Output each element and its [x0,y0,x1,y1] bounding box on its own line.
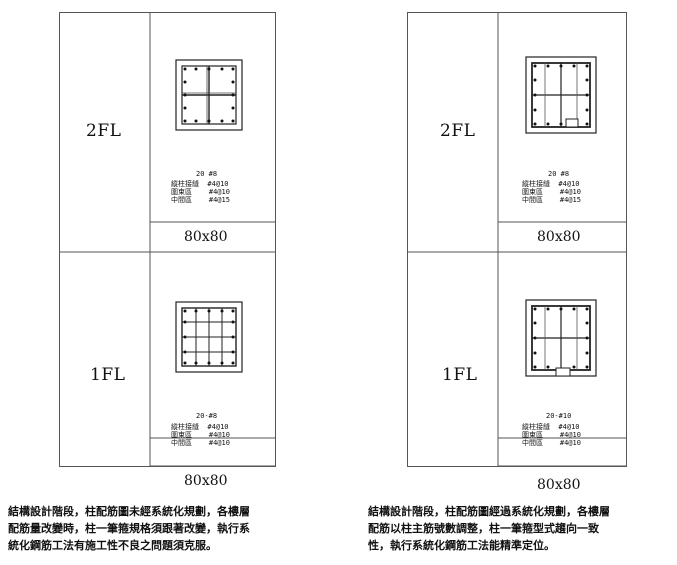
right-2fl-column-section [525,56,597,134]
left-caption-line-3: 統化鋼筋工法有施工性不良之問題須克服。 [8,539,217,552]
right-panel-lines [408,13,626,466]
left-2fl-label: 2FL [86,121,122,141]
left-2fl-spec-3: 中間區 #4@15 [171,196,230,204]
right-drawing-panel [407,12,627,467]
right-1fl-column-section [525,299,597,377]
right-1fl-size: 80x80 [537,477,581,493]
right-2fl-spec-1: 縱柱接縫 #4@10 [522,180,580,188]
left-panel-lines [60,13,275,466]
right-1fl-spec-1: 縱柱接縫 #4@10 [522,423,580,431]
right-1fl-rebar: 20-#10 [546,412,572,420]
left-1fl-label: 1FL [90,365,126,385]
left-drawing-panel [59,12,276,467]
right-1fl-spec-3: 中間區 #4@10 [522,439,581,447]
left-caption-line-1: 結構設計階段，柱配筋圖未經系統化規劃，各樓層 [8,505,250,518]
right-1fl-label: 1FL [442,365,478,385]
right-2fl-label: 2FL [440,121,476,141]
right-caption-line-1: 結構設計階段，柱配筋圖經過系統化規劃，各樓層 [368,505,610,518]
right-2fl-spec-2: 圍束區 #4@10 [522,188,581,196]
left-1fl-rebar: 20-#8 [196,412,218,420]
left-caption-line-2: 配筋量改變時，柱一筆箍規格須跟著改變，執行系 [8,522,250,535]
right-caption-line-2: 配筋以柱主筋號數調整，柱一筆箍型式趨向一致 [368,522,599,535]
left-2fl-column-section [175,59,243,131]
left-2fl-rebar: 20 #8 [196,170,218,178]
left-2fl-size: 80x80 [184,229,228,245]
left-1fl-spec-2: 圍束區 #4@10 [171,431,230,439]
right-caption-line-3: 性，執行系統化鋼筋工法能精準定位。 [368,539,555,552]
left-1fl-spec-3: 中間區 #4@10 [171,439,230,447]
right-2fl-size: 80x80 [537,229,581,245]
right-1fl-spec-2: 圍束區 #4@10 [522,431,581,439]
right-2fl-rebar: 20 #8 [548,170,570,178]
left-1fl-spec-1: 縱柱接縫 #4@10 [171,423,229,431]
left-1fl-column-section [175,301,243,373]
left-2fl-spec-2: 圍束區 #4@10 [171,188,230,196]
right-2fl-spec-3: 中間區 #4@15 [522,196,581,204]
left-1fl-size: 80x80 [184,473,228,489]
left-2fl-spec-1: 縱柱接縫 #4@10 [171,180,229,188]
